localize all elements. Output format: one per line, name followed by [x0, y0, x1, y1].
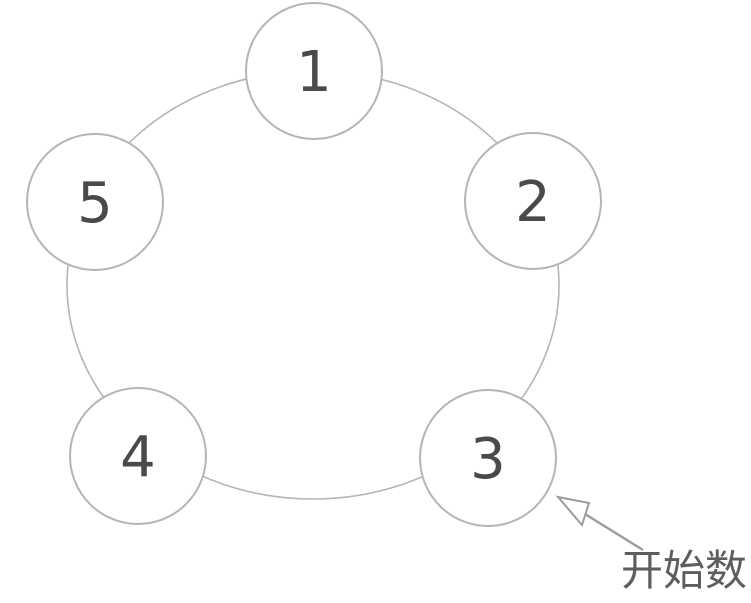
- node-label-1: 1: [296, 40, 332, 105]
- node-label-3: 3: [470, 427, 506, 492]
- node-5: 5: [26, 133, 164, 271]
- start-count-label: 开始数: [621, 546, 748, 595]
- node-4: 4: [69, 387, 207, 525]
- arrow-shaft: [584, 512, 644, 552]
- arrow-head-icon: [555, 495, 591, 528]
- start-pointer: [555, 495, 644, 552]
- node-circle-4: [69, 387, 207, 525]
- node-1: 1: [245, 2, 383, 140]
- node-circle-5: [26, 133, 164, 271]
- node-label-5: 5: [77, 171, 113, 236]
- node-circle-1: [245, 2, 383, 140]
- node-label-4: 4: [120, 425, 156, 490]
- node-label-2: 2: [515, 170, 551, 235]
- node-3: 3: [419, 389, 557, 527]
- node-circle-2: [464, 132, 602, 270]
- node-2: 2: [464, 132, 602, 270]
- node-circle-3: [419, 389, 557, 527]
